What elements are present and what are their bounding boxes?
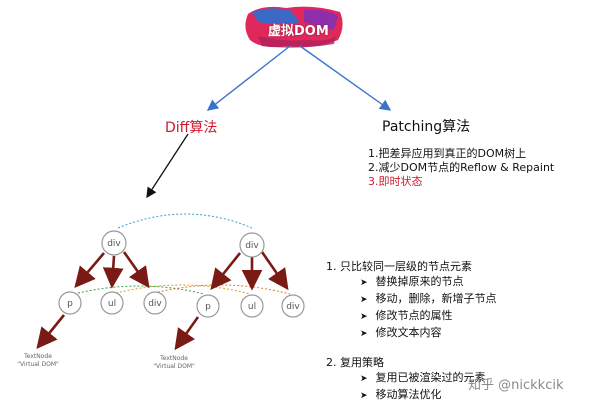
textnode-value-right: "Virtual DOM" (153, 363, 195, 370)
node-label: div (148, 299, 162, 309)
diff-rules: 1. 只比较同一层级的节点元素 ➤替换掉原来的节点 ➤移动，删除，新增子节点 ➤… (326, 259, 497, 404)
rule-heading: 2. 复用策略 (326, 356, 384, 369)
same-level-connectors (73, 213, 291, 295)
tree-node-ul-right (240, 294, 264, 318)
tree-edges (36, 251, 289, 351)
tree-node-p-right (196, 294, 220, 318)
rule-item: ➤替换掉原来的节点 (360, 275, 464, 288)
arrow-to-patching (299, 45, 392, 111)
arrow-bullet-icon: ➤ (360, 312, 368, 322)
arrow-bullet-icon: ➤ (360, 278, 368, 288)
node-label: ul (248, 302, 256, 312)
tree-node-ul-left (100, 291, 124, 315)
rule-heading: 1. 只比较同一层级的节点元素 (326, 260, 472, 273)
tree-node-p-left (58, 291, 82, 315)
arrow-bullet-icon: ➤ (360, 374, 368, 384)
rule-item: ➤移动算法优化 (360, 388, 442, 401)
node-label: div (107, 239, 121, 249)
arrow-bullet-icon: ➤ (360, 295, 368, 305)
rule-item: ➤移动，删除，新增子节点 (360, 292, 497, 305)
rule-item: ➤修改文本内容 (360, 326, 442, 339)
patching-item: 1.把差异应用到真正的DOM树上 (368, 147, 527, 160)
arrow-bullet-icon: ➤ (360, 329, 368, 339)
brush-stroke-badge (245, 6, 343, 48)
patching-branch-label: Patching算法 (382, 119, 471, 135)
patching-item: 2.减少DOM节点的Reflow & Repaint (368, 161, 555, 174)
diff-branch-label: Diff算法 (165, 120, 218, 136)
tree-node-root-left (101, 230, 127, 256)
rule-item: ➤修改节点的属性 (360, 309, 453, 322)
node-label: div (286, 302, 300, 312)
root-label: 虚拟DOM (268, 24, 329, 39)
node-label: p (67, 299, 73, 309)
arrow-bullet-icon: ➤ (360, 391, 368, 401)
textnode-label-right: TextNode (159, 355, 188, 362)
node-label: div (245, 241, 259, 251)
patching-item-highlight: 3.即时状态 (368, 175, 423, 188)
tree-node-div-right (281, 294, 305, 318)
textnode-label-left: TextNode (23, 353, 52, 360)
tree-node-root-right (239, 232, 265, 258)
rule-item: ➤复用已被渲染过的元素 (360, 371, 486, 384)
watermark: 知乎 @nickkcik (468, 378, 564, 393)
node-label: ul (108, 299, 116, 309)
patching-list: 1.把差异应用到真正的DOM树上 2.减少DOM节点的Reflow & Repa… (368, 147, 554, 189)
arrow-diff-to-tree (146, 133, 189, 199)
node-label: p (205, 302, 211, 312)
textnode-value-left: "Virtual DOM" (17, 361, 59, 368)
tree-node-div-left (143, 291, 167, 315)
arrow-to-diff (206, 45, 291, 111)
